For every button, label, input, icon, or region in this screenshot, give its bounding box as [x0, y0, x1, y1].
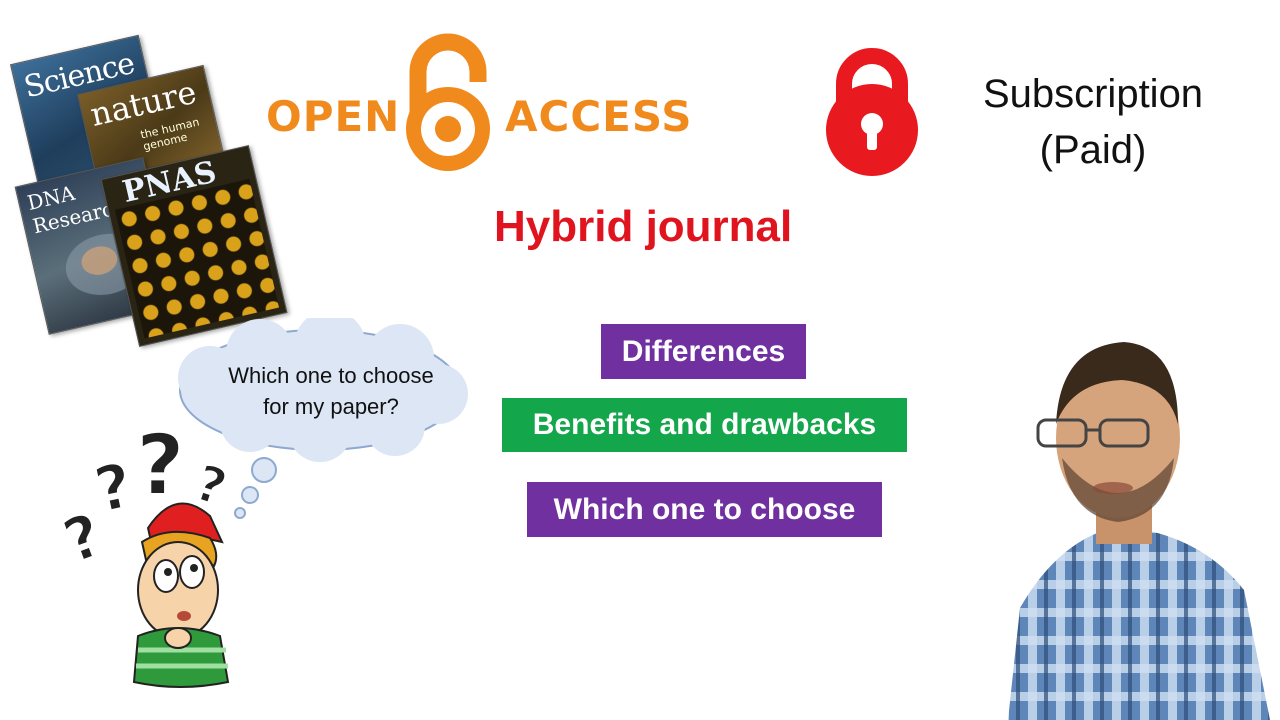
subscription-line1: Subscription	[982, 72, 1204, 116]
thought-bubble-text: Which one to choose for my paper?	[200, 360, 462, 422]
presenter-photo	[1008, 342, 1270, 720]
subscription-label: Subscription (Paid)	[958, 66, 1228, 178]
open-access-logo-access: ACCESS	[505, 92, 693, 141]
differences-tag: Differences	[601, 324, 806, 379]
closed-lock-icon	[826, 48, 918, 176]
bubble-line2: for my paper?	[263, 394, 399, 419]
svg-text:?: ?	[136, 420, 185, 514]
hybrid-journal-title: Hybrid journal	[494, 202, 793, 251]
thought-bubble-icon	[178, 318, 468, 519]
svg-text:?: ?	[88, 448, 138, 527]
nature-subtitle: the human genome	[139, 115, 201, 153]
benefits-drawbacks-tag: Benefits and drawbacks	[502, 398, 907, 452]
subscription-line2: (Paid)	[1039, 128, 1147, 172]
open-access-logo-open: OPEN	[266, 92, 401, 141]
bubble-line1: Which one to choose	[228, 363, 434, 388]
pnas-journal-cover: PNAS	[100, 145, 288, 347]
confused-kid-illustration: ? ? ? ?	[60, 420, 235, 688]
open-access-lock-icon	[406, 33, 490, 171]
which-to-choose-tag: Which one to choose	[527, 482, 882, 537]
